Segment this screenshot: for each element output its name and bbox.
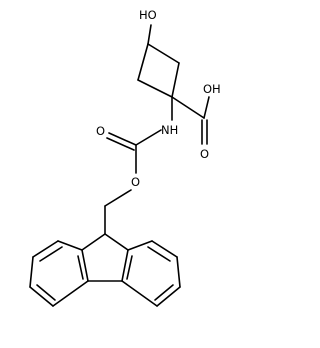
bond-ring-right	[171, 62, 180, 98]
bond-rb-2	[151, 240, 178, 258]
molecule-diagram: HO OH O NH O O	[29, 8, 221, 307]
bond-ester-ch2	[104, 189, 132, 207]
bond-lb-1	[57, 240, 83, 251]
fluorene-right-benzene	[121, 240, 181, 307]
bond-left-down	[81, 249, 89, 282]
bond-right-down	[121, 249, 129, 282]
fluorene-five-ring	[81, 233, 129, 282]
bond-ring-bottom	[137, 79, 173, 98]
fluorene-left-benzene	[29, 240, 89, 307]
bond-c9-left	[81, 233, 106, 251]
bond-carbamate-carbonyl-b	[106, 137, 135, 151]
bond-carbamate-carbonyl-a	[108, 132, 137, 146]
bond-ring-left	[137, 43, 149, 81]
hydroxyl-label: HO	[139, 8, 157, 22]
ester-oxygen-label: O	[131, 175, 140, 189]
bond-lb-double-2	[36, 284, 56, 301]
bond-rb-3	[176, 256, 181, 288]
bond-rb-double-3	[126, 255, 133, 280]
bond-lb-double-1	[39, 246, 63, 262]
bond-lb-5	[52, 280, 89, 307]
cyclobutane-ring	[137, 43, 180, 98]
bond-lb-2	[32, 240, 59, 258]
amine-label: NH	[161, 123, 178, 137]
bond-lb-double-3	[77, 255, 84, 280]
bond-nh-carbamate	[135, 129, 162, 146]
bond-rb-double-1	[147, 246, 171, 262]
bond-rb-4	[156, 286, 181, 307]
bond-cooh-oh	[203, 96, 210, 119]
acid-hydroxyl-label: OH	[203, 82, 221, 96]
bond-rb-1	[127, 240, 153, 251]
bond-lb-4	[29, 286, 54, 307]
bond-rb-5	[121, 280, 158, 307]
bond-lb-3	[29, 256, 34, 288]
bond-c9-right	[104, 233, 129, 251]
carbamate-carbonyl-oxygen-label: O	[96, 124, 105, 138]
acid-carbonyl-oxygen-label: O	[200, 147, 209, 161]
bond-rb-double-2	[154, 284, 174, 301]
bond-ring-top-right	[147, 43, 180, 64]
bond-c3-oh	[147, 24, 152, 45]
bond-c1-cooh	[171, 96, 205, 119]
